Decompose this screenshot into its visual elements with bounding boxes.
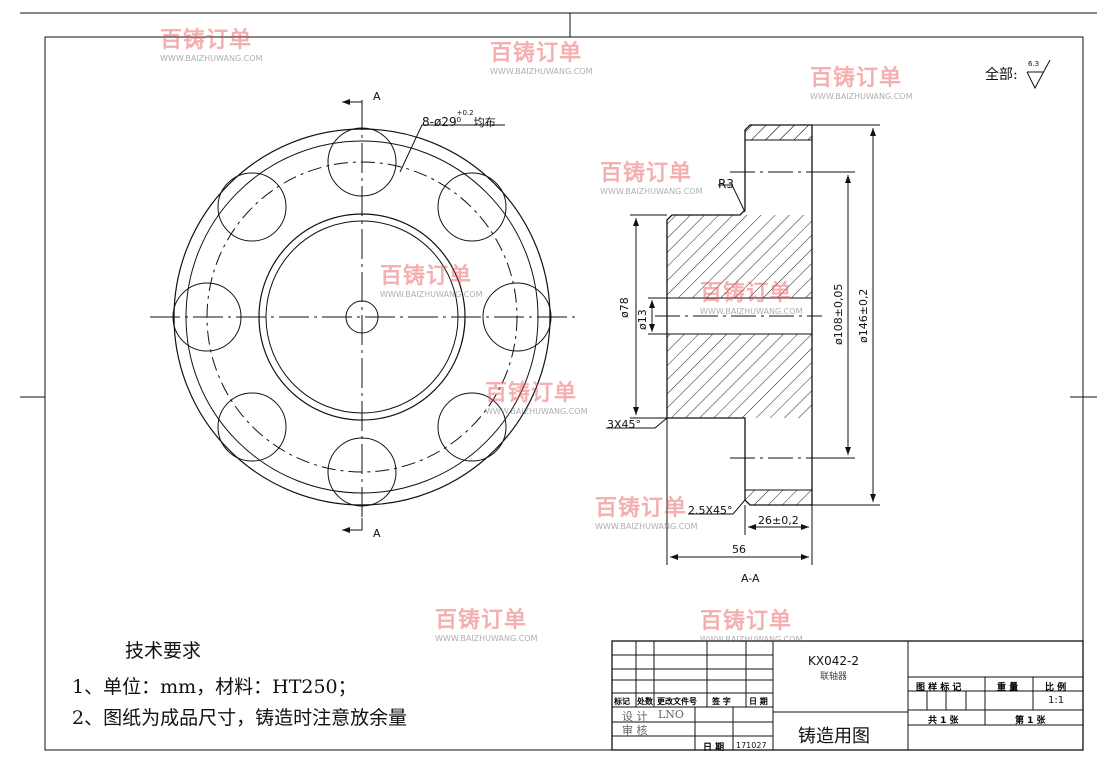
- section-view: [606, 124, 880, 565]
- dim-r3: R3: [718, 177, 734, 191]
- total-sheets: 共 1 张: [928, 716, 959, 726]
- dim-chamfer-2-5x45: 2.5X45°: [688, 504, 733, 517]
- weight-label: 重 量: [997, 683, 1019, 693]
- rev-header: 日 期: [749, 697, 768, 706]
- drawing-frame: [20, 12, 1097, 751]
- dim-d108: ø108±0,05: [832, 283, 845, 345]
- part-number: KX042-2: [808, 654, 859, 668]
- front-view: [150, 99, 575, 533]
- dim-d13: ø13: [636, 309, 649, 330]
- tech-req-title: 技术要求: [125, 640, 202, 662]
- tech-req-item: 1、单位：mm，材料：HT250；: [72, 676, 357, 698]
- tech-req-item: 2、图纸为成品尺寸，铸造时注意放余量: [72, 707, 408, 729]
- rev-header: 处数: [637, 697, 653, 706]
- title-block-grid: [611, 640, 1084, 751]
- designer: LNO: [658, 708, 684, 721]
- roughness-value: 6.3: [1028, 60, 1040, 68]
- section-marker-top: A: [373, 90, 381, 103]
- dim-width-26: 26±0,2: [758, 514, 799, 527]
- mark-label: 图 样 标 记: [916, 683, 962, 693]
- drawing-type: 铸造用图: [798, 726, 870, 747]
- roughness-symbol: [1026, 59, 1051, 90]
- sheet-number: 第 1 张: [1015, 716, 1046, 726]
- review-label: 审 核: [622, 724, 648, 737]
- dim-chamfer-3x45: 3X45°: [607, 418, 642, 431]
- section-marker-bottom: A: [373, 527, 381, 540]
- section-view-title: A-A: [741, 572, 760, 585]
- scale-label: 比 例: [1045, 683, 1067, 693]
- rev-header: 标记: [614, 697, 630, 706]
- part-name: 联轴器: [820, 672, 848, 682]
- scale-value: 1:1: [1048, 695, 1065, 706]
- design-label: 设 计: [622, 710, 648, 723]
- roughness-label: 全部:: [985, 67, 1018, 83]
- rev-header: 签 字: [712, 697, 731, 706]
- date-label: 日 期: [703, 743, 725, 753]
- date-value: 171027: [736, 741, 767, 750]
- dim-width-56: 56: [732, 543, 746, 556]
- dim-d78: ø78: [618, 297, 631, 318]
- rev-header: 更改文件号: [657, 697, 697, 706]
- dim-d146: ø146±0,2: [857, 288, 870, 343]
